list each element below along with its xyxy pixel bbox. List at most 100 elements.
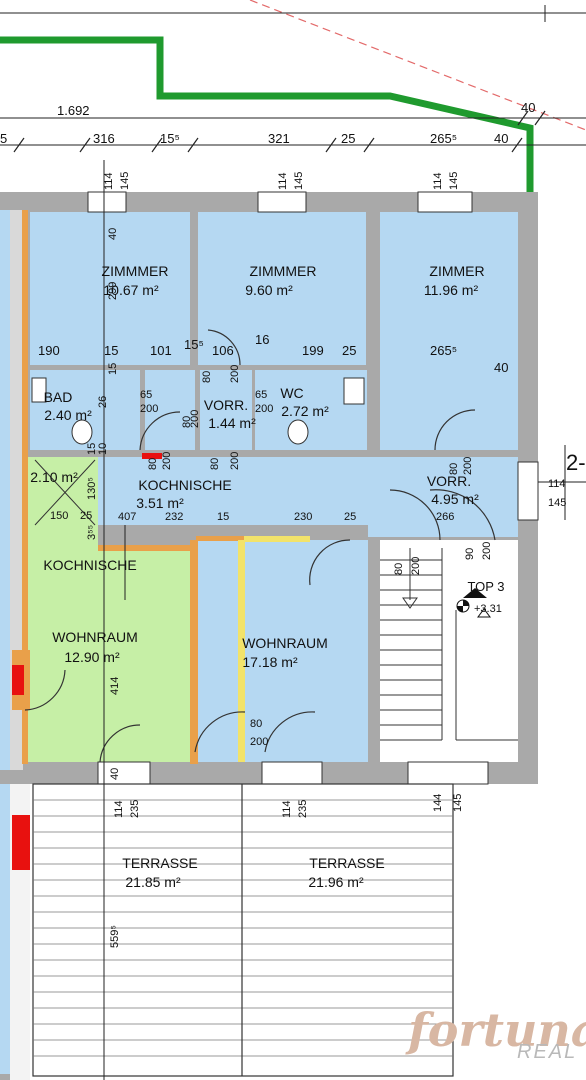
room-area-zimmer-3: 11.96 m² — [424, 282, 479, 298]
wmark-6b: 145 — [452, 794, 464, 812]
top-dim-0: 5 — [0, 131, 7, 146]
bath-sink-icon — [31, 377, 47, 403]
room-name-kochnische-1: KOCHNISCHE — [138, 477, 231, 493]
dim-row2-3: 232 — [165, 511, 183, 523]
room-name-kochnische-2: KOCHNISCHE — [43, 557, 136, 573]
door-dim-v6: 200 — [161, 452, 173, 470]
dim-row2-4: 15 — [217, 511, 229, 523]
door-dim-v1: 80 — [181, 416, 193, 428]
window-zimmer-3 — [417, 191, 473, 213]
dim-row1-2: 101 — [150, 343, 172, 358]
overall-dimension: 1.692 — [57, 103, 90, 118]
room-area-terrasse-1: 21.85 m² — [125, 874, 181, 890]
room-area-bad: 2.40 m² — [44, 407, 92, 423]
corner-dimension: 40 — [521, 100, 535, 115]
room-name-vorr-1: VORR. — [204, 397, 248, 413]
wmark-5b: 235 — [297, 800, 309, 818]
vdim-8: 414 — [109, 677, 121, 695]
door-dim-v11: 90 — [464, 548, 476, 560]
dim-row1-0: 190 — [38, 343, 60, 358]
wmark-0b: 145 — [119, 172, 131, 190]
dim-row1-7: 25 — [342, 343, 356, 358]
room-name-wohnraum-2: WOHNRAUM — [242, 635, 328, 651]
zimmer-3-room — [380, 212, 518, 450]
wmark-1a: 114 — [277, 172, 289, 190]
dim-row1-3: 15⁵ — [184, 337, 204, 352]
kochnische-2-room — [36, 540, 96, 578]
top3-label: TOP 3 — [467, 579, 504, 594]
vdim-10: 559⁵ — [109, 925, 121, 948]
wmark-2a: 114 — [432, 172, 444, 190]
property-line — [249, 0, 586, 131]
wohnraum-2-room — [198, 540, 368, 762]
dim-row1-6: 199 — [302, 343, 324, 358]
window-vorr — [517, 461, 539, 521]
door-dim-wohn-w: 80 — [250, 718, 262, 730]
wohnraum-1-room — [22, 547, 190, 762]
top-dim-3: 321 — [268, 131, 290, 146]
logo-fortuna: fortuna — [405, 1003, 586, 1057]
door-dim-bad-w: 65 — [140, 389, 152, 401]
small-room — [22, 457, 98, 547]
door-dim-v7: 80 — [209, 458, 221, 470]
zimmer-1-room — [30, 212, 190, 365]
door-dim-v10: 200 — [462, 457, 474, 475]
room-area-terrasse-2: 21.96 m² — [308, 874, 364, 890]
room-name-wohnraum-1: WOHNRAUM — [52, 629, 138, 645]
dim-row1-1: 15 — [104, 343, 118, 358]
top-dim-1: 316 — [93, 131, 115, 146]
garden-boundary — [0, 36, 534, 192]
top-dim-2: 15⁵ — [160, 131, 180, 146]
logo-real: REAL — [517, 1041, 577, 1063]
zimmer-2-room — [198, 212, 366, 365]
room-area-vorr-1: 1.44 m² — [208, 415, 256, 431]
top-dim-5: 265⁵ — [430, 131, 457, 146]
door-dim-bad-h: 200 — [140, 403, 158, 415]
dim-row2-2: 407 — [118, 511, 136, 523]
wc-sink-icon — [343, 377, 365, 405]
door-dim-v2: 200 — [189, 410, 201, 428]
wmark-4b: 235 — [129, 800, 141, 818]
room-name-vorr-2: VORR. — [427, 473, 471, 489]
room-area-small: 2.10 m² — [30, 469, 78, 485]
door-dim-v5: 80 — [147, 458, 159, 470]
wmark-2b: 145 — [448, 172, 460, 190]
room-area-wc: 2.72 m² — [281, 403, 329, 419]
room-name-zimmer-3: ZIMMER — [429, 263, 484, 279]
door-dim-v4: 200 — [229, 365, 241, 383]
door-dim-v12: 200 — [481, 542, 493, 560]
door-dim-v14: 200 — [410, 557, 422, 575]
dim-row1-4: 106 — [212, 343, 234, 358]
room-area-zimmer-2: 9.60 m² — [245, 282, 293, 298]
top-dim-4: 25 — [341, 131, 355, 146]
vorr-2-room — [368, 457, 518, 537]
room-area-zimmer-1: 10.67 m² — [103, 282, 159, 298]
wmark-5a: 114 — [281, 800, 293, 818]
dim-row2-5: 230 — [294, 511, 312, 523]
vdim-9: 40 — [109, 768, 121, 780]
window-zimmer-1 — [87, 191, 127, 213]
room-area-wohnraum-1: 12.90 m² — [64, 649, 120, 665]
room-area-kochnische-1: 3.51 m² — [136, 495, 184, 511]
dim-row2-6: 25 — [344, 511, 356, 523]
door-dim-wc-w: 65 — [255, 389, 267, 401]
room-name-terrasse-2: TERRASSE — [309, 855, 384, 871]
door-dim-v8: 200 — [229, 452, 241, 470]
door-dim-wohn-h: 200 — [250, 736, 268, 748]
dim-row2-7: 266 — [436, 511, 454, 523]
room-name-terrasse-1: TERRASSE — [122, 855, 197, 871]
side-dim-a: 114 — [548, 478, 566, 490]
vdim-3: 26 — [97, 396, 109, 408]
red-marker-2 — [12, 815, 30, 870]
vorr-1-room — [200, 370, 252, 450]
door-dim-v9: 80 — [448, 463, 460, 475]
window-zimmer-2 — [257, 191, 307, 213]
vdim-2: 15 — [107, 363, 119, 375]
top3-arrow-icon — [463, 588, 487, 598]
dim-row1-9: 40 — [494, 360, 508, 375]
vdim-6: 130⁵ — [86, 477, 98, 500]
door-dim-v3: 80 — [201, 371, 213, 383]
vdim-4: 15 — [86, 443, 98, 455]
vdim-1: 299 — [107, 282, 119, 300]
